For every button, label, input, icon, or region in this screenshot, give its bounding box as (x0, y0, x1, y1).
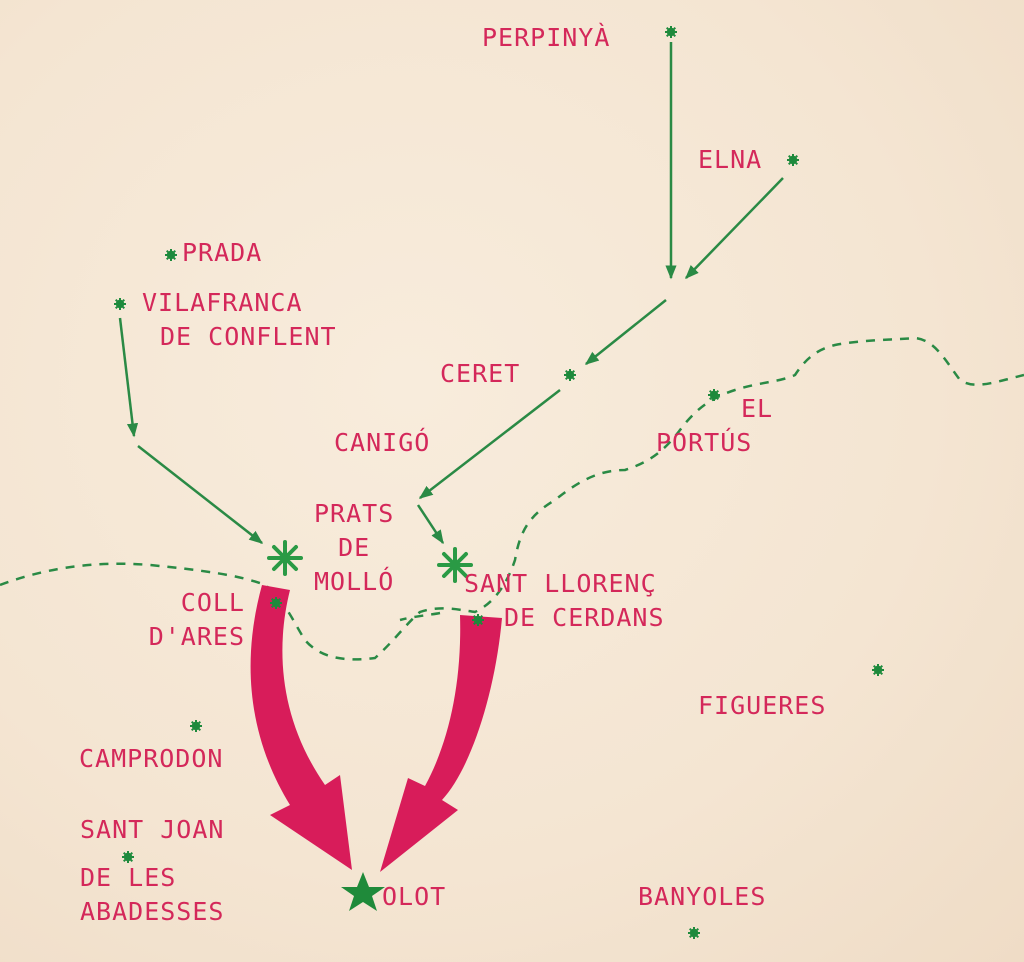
route-ceret-arrow (418, 389, 561, 499)
main-arrow-left (250, 585, 352, 870)
label-figueres: FIGUERES (698, 691, 827, 720)
label-sant-joan-line-3: ABADESSES (80, 897, 225, 926)
perpinya-marker-icon (664, 25, 678, 39)
label-vilafranca-line-2: DE CONFLENT (160, 322, 337, 351)
elna-marker-icon (786, 153, 800, 167)
camprodon-marker-icon (189, 719, 203, 733)
olot-star-icon (341, 872, 385, 911)
vilafranca-marker-icon (113, 297, 127, 311)
label-camprodon: CAMPRODON (79, 744, 224, 773)
label-el-portus-line-2: PORTÚS (656, 428, 753, 457)
label-banyoles: BANYOLES (638, 882, 767, 911)
label-prats-line-2: DE (338, 533, 371, 562)
label-coll-dares-line-1: COLL (180, 588, 245, 617)
label-coll-dares-line-2: D'ARES (148, 622, 245, 651)
ceret-marker-icon (563, 368, 577, 382)
prada-marker-icon (164, 248, 178, 262)
label-vilafranca-line-1: VILAFRANCA (142, 288, 303, 317)
label-sant-joan: SANT JOAN DE LES ABADESSES (80, 813, 224, 929)
route-vilafranca-arrow (118, 317, 139, 438)
label-elna: ELNA (698, 145, 763, 174)
label-prada: PRADA (182, 238, 263, 267)
label-prats-de-mollo: PRATS DE MOLLÓ (314, 497, 394, 599)
main-arrow-right (380, 615, 502, 872)
label-el-portus-line-1: EL (741, 394, 774, 423)
route-prats-arrow (416, 504, 445, 545)
label-sant-joan-line-1: SANT JOAN (80, 815, 225, 844)
label-ceret: CERET (440, 359, 521, 388)
label-sant-joan-line-2: DE LES (80, 863, 177, 892)
route-vilafranca-coll-arrow (137, 445, 264, 544)
border-line-detour (399, 611, 441, 622)
label-sant-llorenc-line-2: DE CERDANS (504, 603, 665, 632)
route-merge-arrow (584, 299, 667, 365)
label-el-portus: EL PORTÚS (656, 392, 773, 460)
route-elna-arrow (685, 177, 784, 280)
coll-dares-large-asterisk-icon (267, 540, 303, 576)
label-vilafranca: VILAFRANCA DE CONFLENT (142, 286, 337, 354)
label-prats-line-3: MOLLÓ (314, 567, 395, 596)
label-coll-dares: COLL D'ARES (120, 586, 245, 654)
label-perpinya: PERPINYÀ (482, 23, 611, 52)
label-prats-line-1: PRATS (314, 499, 395, 528)
label-sant-llorenc: SANT LLORENÇ DE CERDANS (464, 567, 665, 635)
label-olot: OLOT (382, 882, 447, 911)
label-canigo: CANIGÓ (334, 428, 431, 457)
label-sant-llorenc-line-1: SANT LLORENÇ (464, 569, 657, 598)
coll-dares-marker-icon (269, 596, 283, 610)
banyoles-marker-icon (687, 926, 701, 940)
figueres-marker-icon (871, 663, 885, 677)
